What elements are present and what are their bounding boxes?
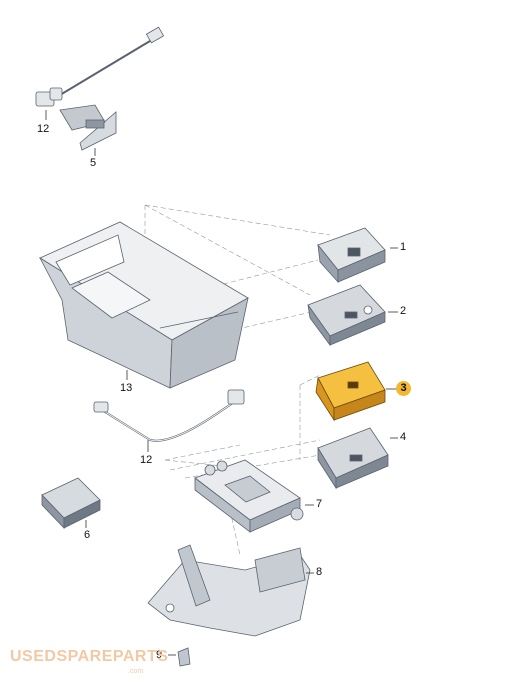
watermark-logo: USEDSPAREPARTS (10, 648, 169, 665)
cable-top (35, 26, 165, 107)
callout-3: 3 (396, 381, 411, 396)
part-3-unit (315, 361, 386, 422)
callout-8: 8 (316, 566, 323, 578)
part-8-bracket (147, 544, 311, 637)
callout-12-mid: 12 (140, 454, 153, 466)
callout-5: 5 (90, 157, 97, 169)
part-7-hub (194, 459, 304, 533)
callout-12-top: 12 (37, 123, 50, 135)
callout-2: 2 (400, 305, 407, 317)
cable-mid (93, 389, 245, 442)
part-5-socket (59, 104, 117, 151)
watermark-domain: .com (128, 668, 144, 675)
callout-7: 7 (316, 498, 323, 510)
callout-9: 9 (156, 649, 163, 661)
callout-6: 6 (84, 529, 91, 541)
leader-lines (45, 110, 398, 656)
callout-4: 4 (400, 431, 407, 443)
callout-1: 1 (400, 241, 407, 253)
part-6-unit (41, 477, 101, 529)
part-1-unit (317, 227, 386, 284)
part-13-tray (38, 221, 249, 389)
part-9-clip (177, 647, 191, 667)
callout-13: 13 (120, 382, 133, 394)
part-4-unit (317, 427, 389, 490)
part-2-unit (307, 284, 386, 347)
